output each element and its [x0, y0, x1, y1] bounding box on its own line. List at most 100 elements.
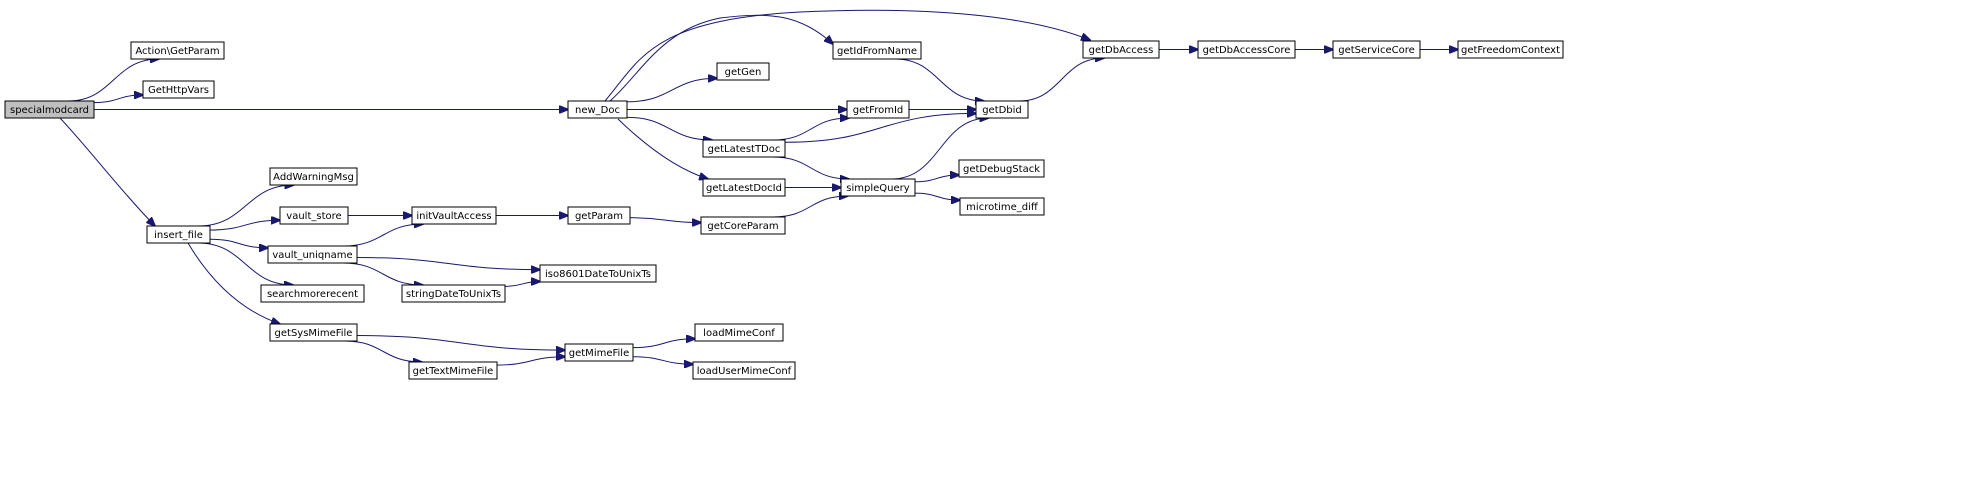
node-gettextmimefile[interactable]: getTextMimeFile [408, 361, 498, 380]
node-box[interactable] [267, 245, 358, 264]
node-box[interactable] [260, 284, 365, 303]
node-box[interactable] [702, 178, 786, 197]
node-label: searchmorerecent [267, 289, 358, 300]
node-box[interactable] [702, 139, 786, 158]
edge-insert_file-to-addwarningmsg [198, 185, 293, 227]
node-initvaultaccess[interactable]: initVaultAccess [411, 206, 497, 225]
node-box[interactable] [539, 264, 657, 283]
node-getdbid[interactable]: getDbid [975, 100, 1029, 119]
node-label: loadUserMimeConf [697, 366, 792, 377]
edge-new_doc-to-getlatesttdoc [626, 116, 712, 140]
node-box[interactable] [146, 225, 211, 244]
node-getdbaccess[interactable]: getDbAccess [1082, 40, 1160, 59]
node-getcoreparam[interactable]: getCoreParam [700, 216, 786, 235]
node-box[interactable] [832, 41, 922, 60]
edge-specialmodcard-to-action_getparam [67, 59, 159, 102]
node-box[interactable] [4, 100, 95, 119]
node-box[interactable] [564, 343, 634, 362]
node-box[interactable] [1457, 40, 1564, 59]
node-simplequery[interactable]: simpleQuery [840, 178, 916, 197]
node-action_getparam[interactable]: Action\GetParam [130, 41, 225, 60]
node-addwarningmsg[interactable]: AddWarningMsg [269, 167, 358, 186]
node-box[interactable] [269, 167, 358, 186]
node-getmimefile[interactable]: getMimeFile [564, 343, 634, 362]
node-box[interactable] [269, 323, 358, 342]
node-getdebugstack[interactable]: getDebugStack [958, 159, 1045, 178]
edge-gettextmimefile-to-getmimefile [496, 357, 565, 366]
node-getgen[interactable]: getGen [716, 62, 770, 81]
node-getidfromname[interactable]: getIdFromName [832, 41, 922, 60]
node-iso8601datetounixts[interactable]: iso8601DateToUnixTs [539, 264, 657, 283]
node-box[interactable] [700, 216, 786, 235]
node-box[interactable] [692, 361, 796, 380]
edge-getdbid-to-getdbaccess [1018, 58, 1104, 102]
node-box[interactable] [958, 159, 1045, 178]
node-box[interactable] [1332, 40, 1421, 59]
node-label: getCoreParam [707, 221, 778, 232]
node-stringdatetounixts[interactable]: stringDateToUnixTs [401, 284, 506, 303]
node-label: vault_uniqname [272, 250, 352, 261]
edge-getmimefile-to-loadusermimeconf [632, 356, 693, 364]
edge-getcoreparam-to-simplequery [773, 196, 848, 218]
node-box[interactable] [142, 80, 215, 99]
node-label: getMimeFile [569, 348, 629, 359]
node-label: getIdFromName [837, 46, 917, 57]
node-getfromid[interactable]: getFromId [846, 100, 910, 119]
node-insert_file[interactable]: insert_file [146, 225, 211, 244]
node-box[interactable] [846, 100, 910, 119]
node-label: vault_store [286, 211, 341, 222]
node-box[interactable] [567, 206, 631, 225]
edge-vault_uniqname-to-initvaultaccess [343, 224, 423, 247]
node-gethttpvars[interactable]: GetHttpVars [142, 80, 215, 99]
node-label: getDbid [982, 105, 1022, 116]
edge-stringdatetounixts-to-iso8601datetounixts [504, 282, 540, 287]
edge-new_doc-to-getgen [626, 78, 717, 103]
node-getservicecore[interactable]: getServiceCore [1332, 40, 1421, 59]
node-box[interactable] [411, 206, 497, 225]
node-microtime_diff[interactable]: microtime_diff [959, 197, 1045, 216]
node-box[interactable] [975, 100, 1029, 119]
node-getsysmimefile[interactable]: getSysMimeFile [269, 323, 358, 342]
node-getlatesttdoc[interactable]: getLatestTDoc [702, 139, 786, 158]
node-box[interactable] [840, 178, 916, 197]
node-loadmimeconf[interactable]: loadMimeConf [694, 323, 784, 342]
node-box[interactable] [694, 323, 784, 342]
node-label: simpleQuery [846, 183, 909, 194]
node-label: getGen [725, 67, 762, 78]
node-box[interactable] [401, 284, 506, 303]
node-label: iso8601DateToUnixTs [545, 269, 651, 280]
node-layer: specialmodcard Action\GetParamGetHttpVars… [4, 40, 1564, 380]
node-getfreedomcontext[interactable]: getFreedomContext [1457, 40, 1564, 59]
node-getlatestdocid[interactable]: getLatestDocId [702, 178, 786, 197]
node-specialmodcard[interactable]: specialmodcard [4, 100, 95, 119]
node-box[interactable] [959, 197, 1045, 216]
edge-getlatesttdoc-to-getdbid [784, 113, 976, 143]
edge-simplequery-to-getdbid [891, 118, 989, 180]
edge-insert_file-to-vault_store [209, 220, 280, 231]
node-label: getTextMimeFile [413, 366, 494, 377]
node-box[interactable] [1082, 40, 1160, 59]
node-box[interactable] [408, 361, 498, 380]
node-label: stringDateToUnixTs [406, 289, 501, 300]
node-label: getDebugStack [963, 164, 1040, 175]
node-loadusermimeconf[interactable]: loadUserMimeConf [692, 361, 796, 380]
node-box[interactable] [567, 100, 628, 119]
node-getparam[interactable]: getParam [567, 206, 631, 225]
node-label: Action\GetParam [135, 46, 219, 57]
node-new_doc[interactable]: new_Doc [567, 100, 628, 119]
node-box[interactable] [130, 41, 225, 60]
node-box[interactable] [1197, 40, 1296, 59]
node-box[interactable] [279, 206, 349, 225]
node-label: specialmodcard [10, 105, 89, 116]
node-getdbaccesscore[interactable]: getDbAccessCore [1197, 40, 1296, 59]
node-vault_uniqname[interactable]: vault_uniqname [267, 245, 358, 264]
edge-getlatesttdoc-to-getfromid [773, 118, 849, 141]
node-label: getLatestTDoc [708, 144, 781, 155]
node-searchmorerecent[interactable]: searchmorerecent [260, 284, 365, 303]
node-label: AddWarningMsg [273, 172, 354, 183]
node-vault_store[interactable]: vault_store [279, 206, 349, 225]
node-label: getLatestDocId [706, 183, 782, 194]
node-label: getFromId [853, 105, 904, 116]
node-box[interactable] [716, 62, 770, 81]
node-label: microtime_diff [966, 202, 1039, 213]
